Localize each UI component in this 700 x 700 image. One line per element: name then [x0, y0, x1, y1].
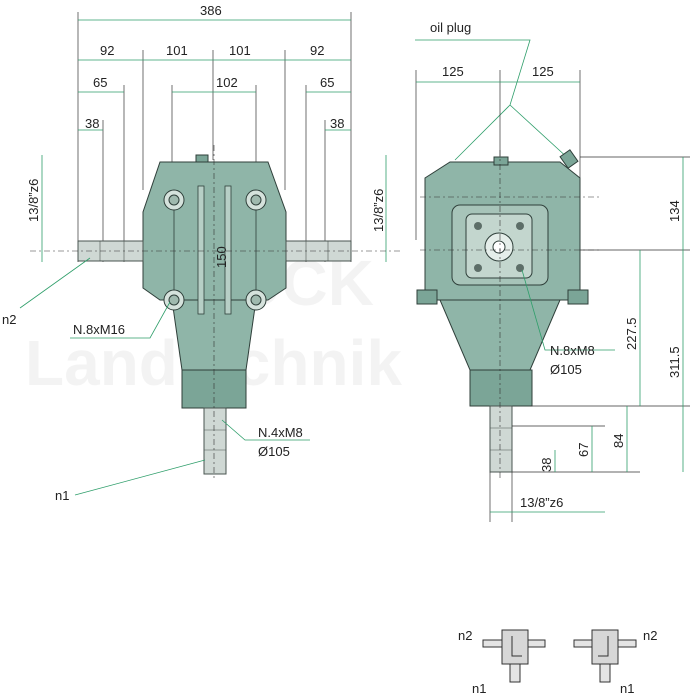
label-oil-plug: oil plug: [430, 20, 471, 35]
dim-left-shaft: 13/8”z6: [26, 179, 41, 222]
dim-left-65: 65: [93, 75, 107, 90]
label-flange-front: N.4xM8: [258, 425, 303, 440]
label-dia-side: Ø105: [550, 362, 582, 377]
dim-side-134: 134: [667, 200, 682, 222]
dim-right-101: 101: [229, 43, 251, 58]
dim-center-102: 102: [216, 75, 238, 90]
label-n1-front: n1: [55, 488, 69, 503]
schematic-a-n1: n1: [472, 681, 486, 696]
dim-left-92: 92: [100, 43, 114, 58]
schematic-b: n2 n1: [573, 628, 657, 696]
front-view: 386 92 101 101 92 102 65 65 38 38 13/8”z…: [2, 3, 400, 503]
schematic-a-n2: n2: [458, 628, 472, 643]
label-n2-front: n2: [2, 312, 16, 327]
schematic-b-n2: n2: [643, 628, 657, 643]
dim-overall-386: 386: [200, 3, 222, 18]
schematic-a: n2 n1: [458, 628, 546, 696]
dim-side-left-125: 125: [442, 64, 464, 79]
dim-right-65: 65: [320, 75, 334, 90]
dim-right-92: 92: [310, 43, 324, 58]
dim-side-311-5: 311.5: [667, 346, 682, 378]
dim-center-150: 150: [214, 246, 229, 268]
dim-left-101: 101: [166, 43, 188, 58]
dim-left-38: 38: [85, 116, 99, 131]
dim-side-shaft-bottom: 13/8”z6: [520, 495, 563, 510]
dim-right-38: 38: [330, 116, 344, 131]
dim-side-67: 67: [576, 443, 591, 457]
side-view: oil plug 125 125: [415, 20, 690, 522]
label-bolts-side: N.8xM8: [550, 343, 595, 358]
dim-side-227-5: 227.5: [624, 317, 639, 350]
label-flange-dia-front: Ø105: [258, 444, 290, 459]
schematic-b-n1: n1: [620, 681, 634, 696]
dim-right-shaft: 13/8”z6: [371, 189, 386, 232]
label-bolts-front: N.8xM16: [73, 322, 125, 337]
dim-side-right-125: 125: [532, 64, 554, 79]
dim-side-84: 84: [611, 434, 626, 448]
dim-side-38: 38: [539, 458, 554, 472]
